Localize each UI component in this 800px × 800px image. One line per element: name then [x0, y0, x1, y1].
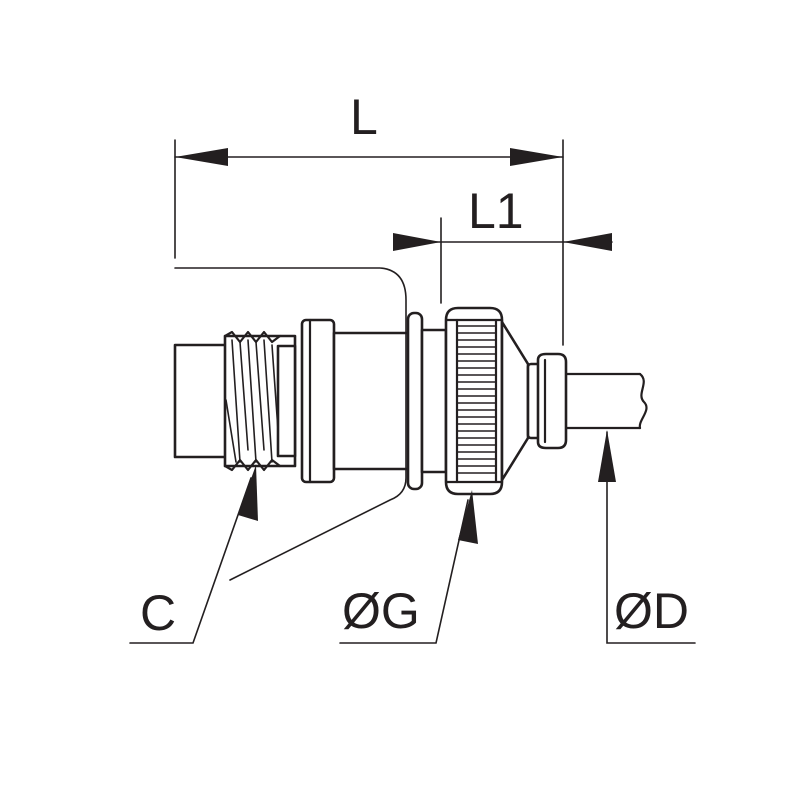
- leader-g: ØG: [339, 490, 478, 644]
- leader-c: C: [129, 465, 258, 644]
- main-body: [332, 311, 448, 491]
- leader-d: ØD: [598, 430, 696, 644]
- knurl-lines: [455, 318, 498, 484]
- threaded-end: [173, 330, 297, 472]
- label-l: L: [350, 89, 378, 145]
- label-d: ØD: [614, 583, 689, 639]
- label-l1: L1: [468, 183, 524, 239]
- collet-ring: [526, 352, 568, 450]
- knurled-nut: [444, 306, 530, 496]
- label-g: ØG: [342, 583, 420, 639]
- dimension-l1: L1: [393, 183, 613, 304]
- tube: [558, 372, 648, 430]
- panel-outline: [174, 267, 407, 581]
- label-c: C: [140, 585, 176, 641]
- flange: [300, 318, 336, 484]
